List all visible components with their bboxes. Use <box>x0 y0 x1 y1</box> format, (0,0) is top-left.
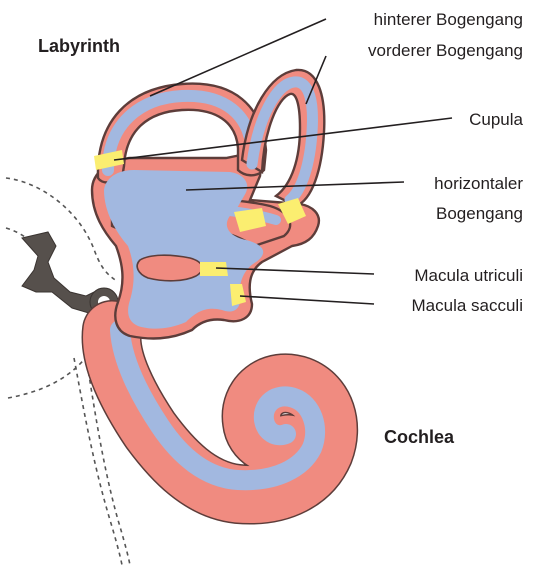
diagram-title: Labyrinth <box>38 36 120 56</box>
leader-cupula <box>114 118 452 160</box>
leader-macula-sacculi <box>240 296 374 304</box>
cochlea-label: Cochlea <box>384 427 455 447</box>
label-posterior-canal: hinterer Bogengang <box>374 10 523 29</box>
label-macula-utriculi: Macula utriculi <box>414 266 523 285</box>
cochlea <box>112 330 329 495</box>
label-horizontal-canal-line1: horizontaler <box>434 174 523 193</box>
label-macula-sacculi: Macula sacculi <box>412 296 524 315</box>
label-horizontal-canal-line2: Bogengang <box>436 204 523 223</box>
septum <box>137 255 202 281</box>
label-anterior-canal: vorderer Bogengang <box>368 41 523 60</box>
label-cupula: Cupula <box>469 110 523 129</box>
